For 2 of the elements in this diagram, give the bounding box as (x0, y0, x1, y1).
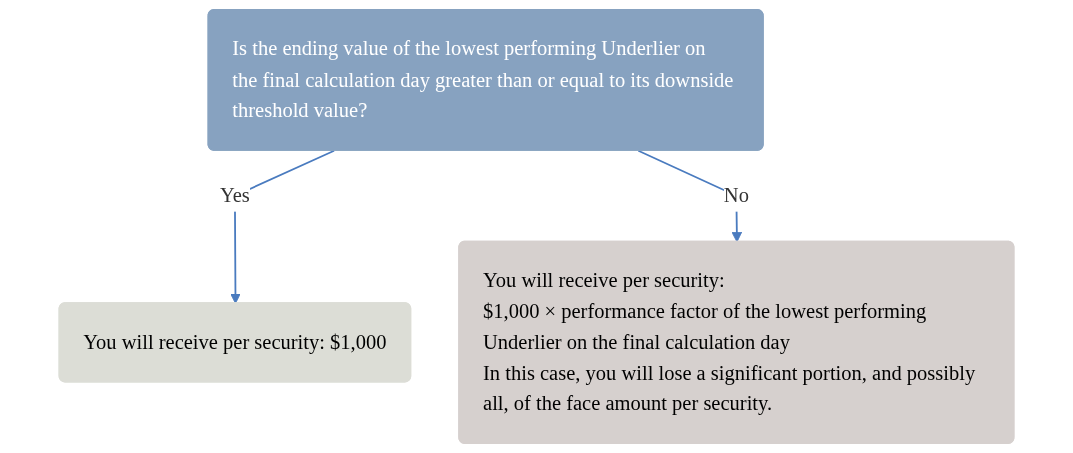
edge-label: No (723, 183, 749, 207)
edge-label: Yes (219, 183, 250, 207)
